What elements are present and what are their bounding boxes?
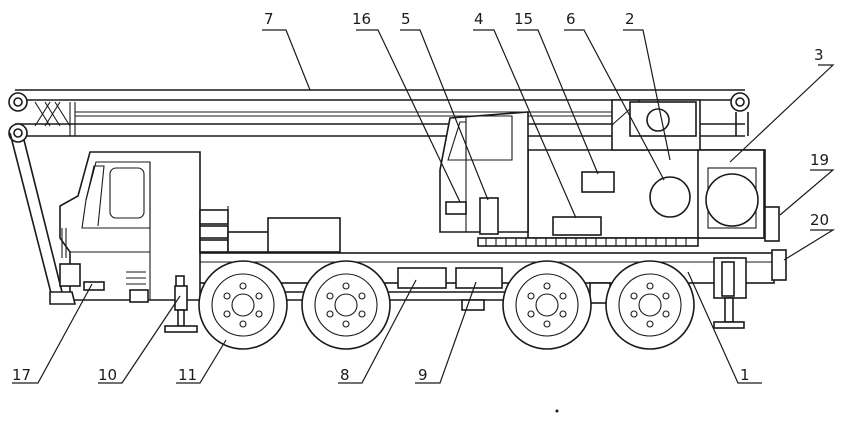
telescopic-boom [8, 89, 750, 298]
crane-operator-cab [439, 111, 529, 235]
stray-dot [555, 409, 559, 413]
part-labels: 7 16 5 4 15 6 2 3 19 20 17 10 11 8 9 1 [12, 10, 829, 384]
wheel-1 [198, 260, 288, 350]
label-17: 17 [12, 366, 31, 384]
label-6: 6 [566, 10, 576, 28]
label-4: 4 [474, 10, 484, 28]
label-5: 5 [401, 10, 411, 28]
label-20: 20 [810, 211, 829, 229]
superstructure [477, 99, 787, 281]
label-9: 9 [418, 366, 428, 384]
label-15: 15 [514, 10, 533, 28]
label-2: 2 [625, 10, 635, 28]
wheel-4 [605, 260, 695, 350]
side-boxes [397, 267, 503, 311]
leader-lines [12, 29, 836, 384]
label-10: 10 [98, 366, 117, 384]
label-1: 1 [740, 366, 750, 384]
wheels [198, 260, 695, 350]
deck-equipment [199, 206, 341, 253]
label-7: 7 [264, 10, 274, 28]
outriggers [164, 257, 747, 333]
wheel-2 [301, 260, 391, 350]
label-8: 8 [340, 366, 350, 384]
label-16: 16 [352, 10, 371, 28]
label-3: 3 [814, 46, 824, 64]
driver-cab [49, 151, 201, 305]
wheel-3 [502, 260, 592, 350]
label-19: 19 [810, 151, 829, 169]
label-11: 11 [178, 366, 197, 384]
